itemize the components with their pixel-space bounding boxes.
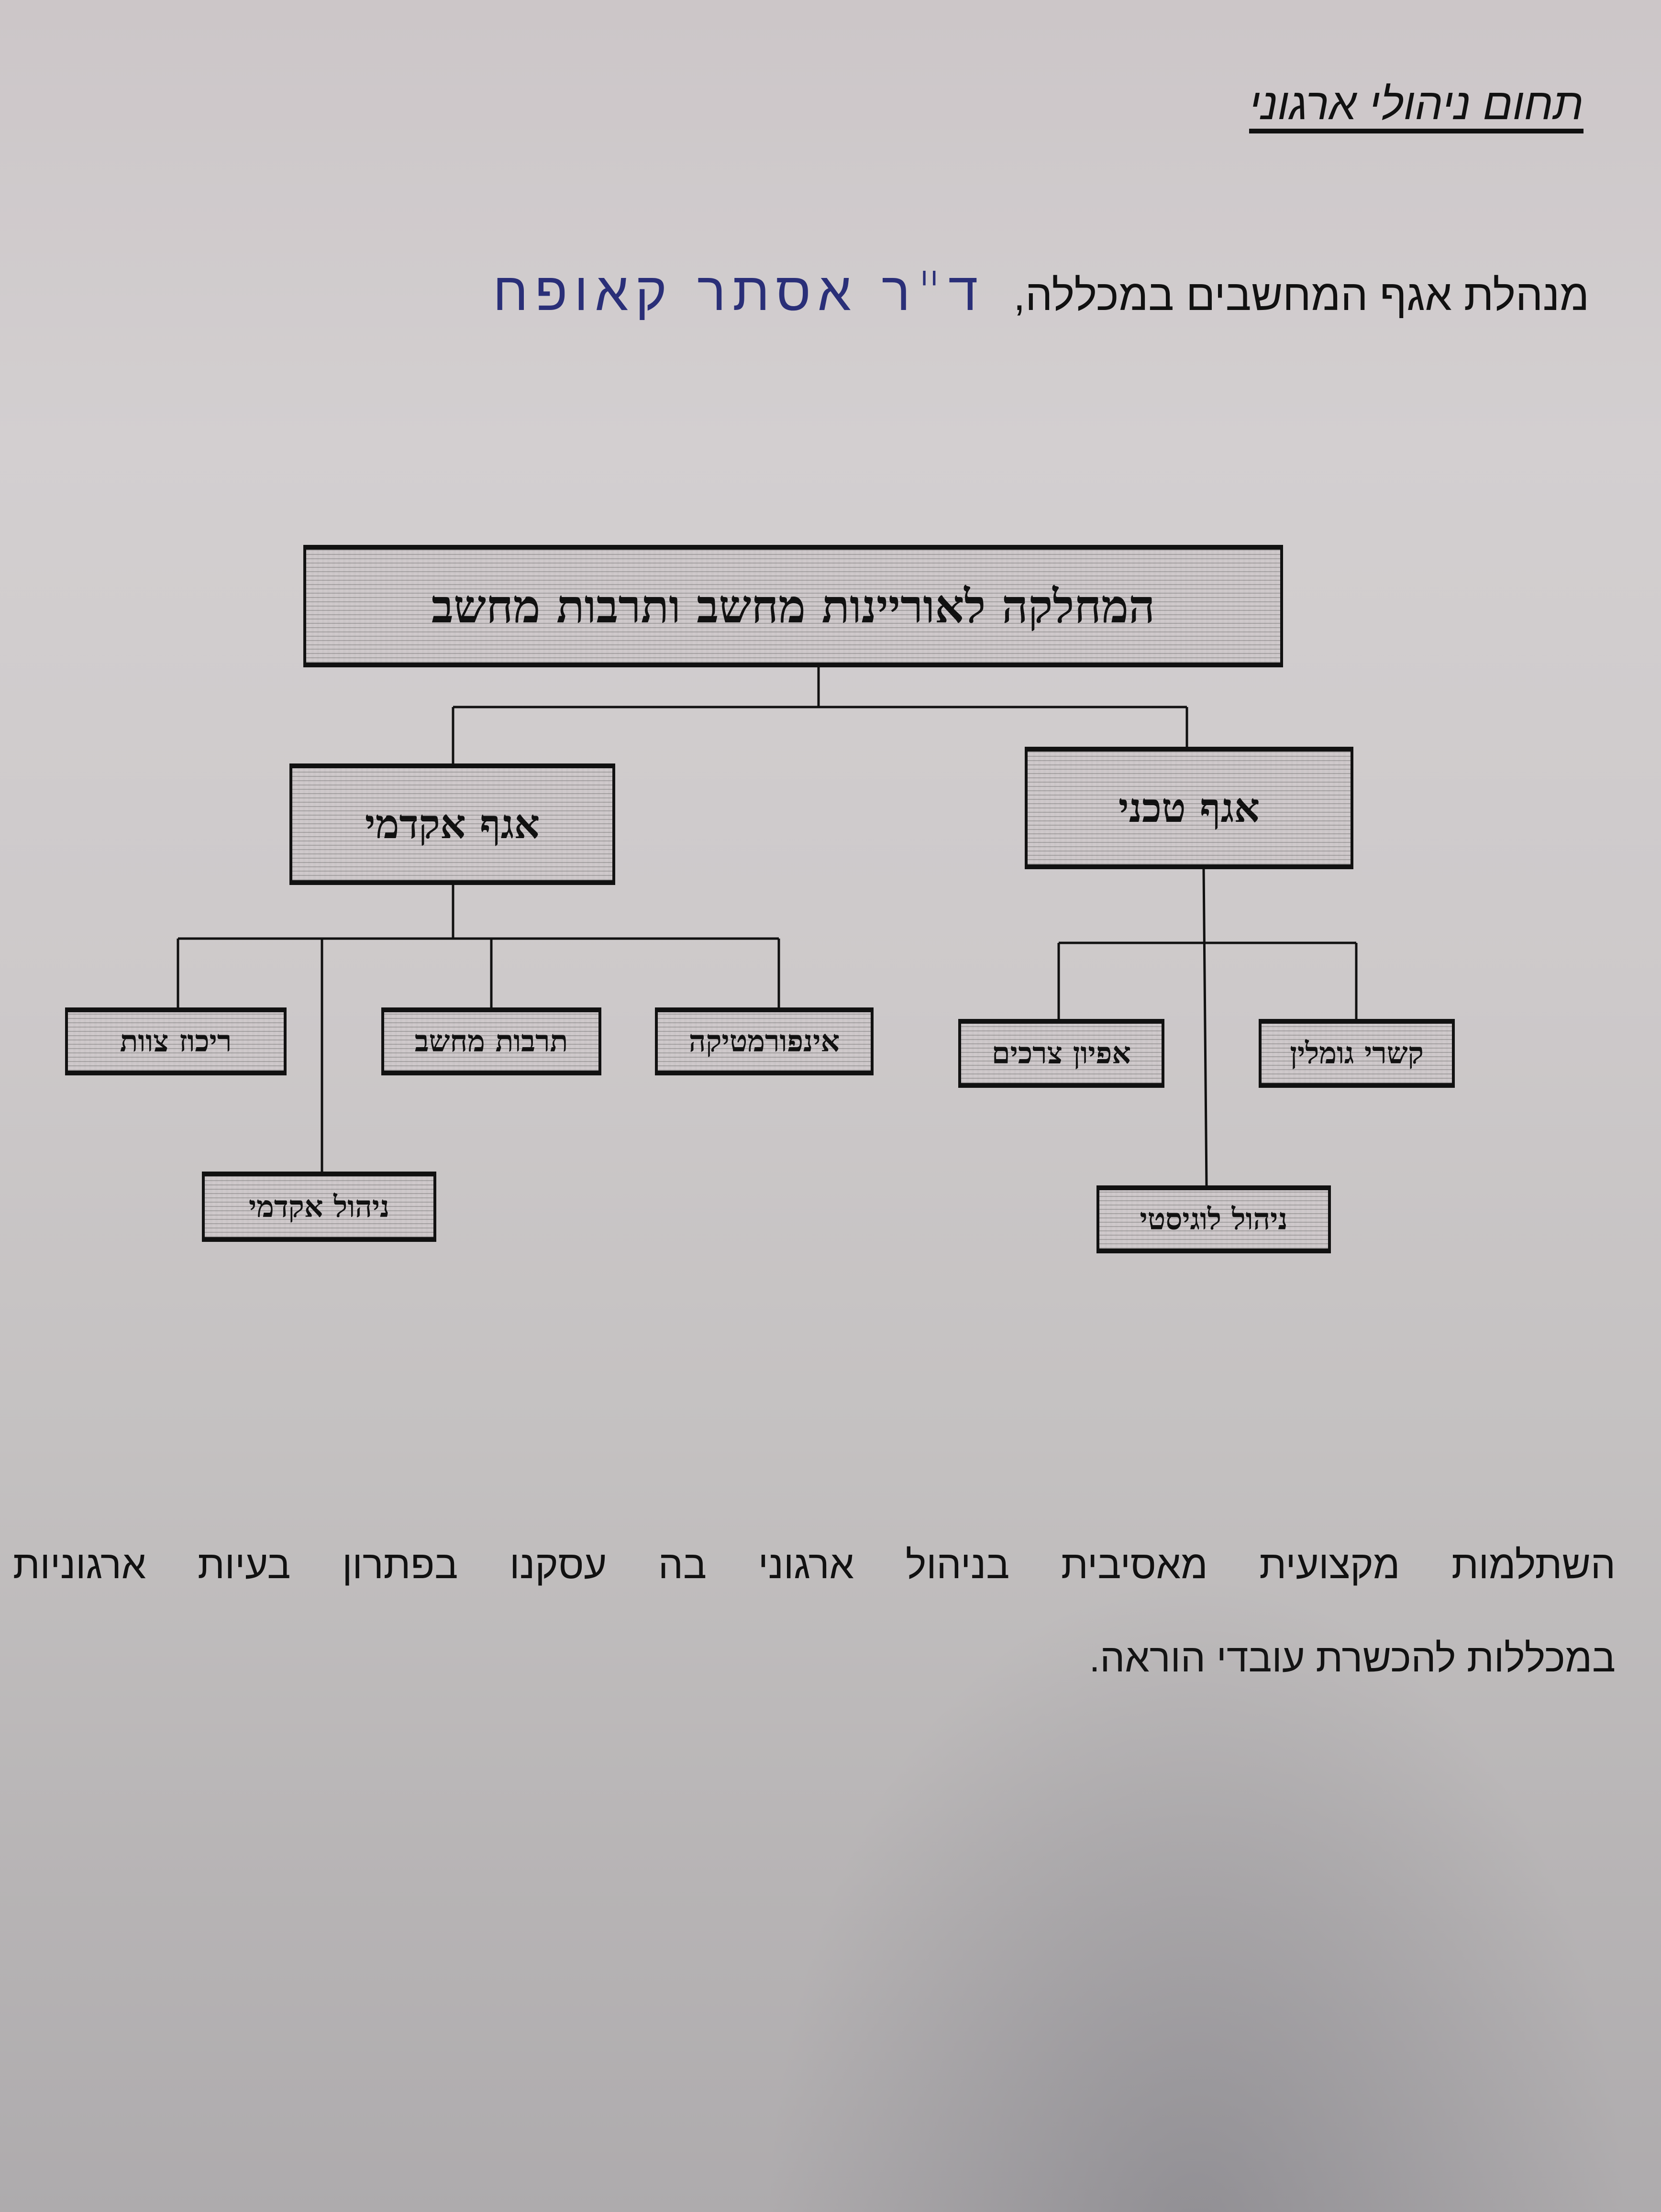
org-node-label: קשרי גומלין xyxy=(1290,1036,1424,1071)
paragraph-line-2: במכללות להכשרת עובדי הוראה. xyxy=(1089,1637,1616,1680)
manager-handwritten-name: ד"ר אסתר קאופח xyxy=(493,261,985,323)
org-node-team-coordination: ריכוז צוות xyxy=(65,1007,287,1075)
page-heading: תחום ניהולי ארגוני xyxy=(1249,81,1583,133)
manager-line: מנהלת אגף המחשבים במכללה, ד"ר אסתר קאופח xyxy=(493,261,1589,323)
org-node-technical-division: אגף טכני xyxy=(1025,747,1353,869)
org-node-relations: קשרי גומלין xyxy=(1259,1019,1455,1088)
org-node-informatics: אינפורמטיקה xyxy=(655,1007,874,1075)
org-node-label: אגף טכני xyxy=(1118,784,1260,831)
org-node-label: תרבות מחשב xyxy=(414,1024,568,1059)
org-node-label: אפיון צרכים xyxy=(991,1036,1131,1071)
org-node-label: אגף אקדמי xyxy=(365,800,540,848)
org-node-academic-division: אגף אקדמי xyxy=(289,763,615,885)
org-node-academic-management: ניהול אקדמי xyxy=(202,1172,436,1242)
org-node-needs-analysis: אפיון צרכים xyxy=(958,1019,1164,1088)
org-node-root: המחלקה לאוריינות מחשב ותרבות מחשב xyxy=(303,545,1283,667)
manager-label: מנהלת אגף המחשבים במכללה, xyxy=(1013,272,1589,320)
paragraph-line-1: השתלמות מקצועית מאסיבית בניהול ארגוני בה… xyxy=(13,1543,1616,1587)
org-node-label: ניהול לוגיסטי xyxy=(1140,1202,1288,1237)
org-node-label: ריכוז צוות xyxy=(120,1024,232,1059)
org-node-logistics: ניהול לוגיסטי xyxy=(1096,1185,1331,1253)
org-node-label: אינפורמטיקה xyxy=(688,1024,840,1059)
org-node-label: ניהול אקדמי xyxy=(248,1189,390,1224)
org-node-computer-culture: תרבות מחשב xyxy=(381,1007,601,1075)
connector-technical-down xyxy=(1202,869,1208,1186)
org-node-label: המחלקה לאוריינות מחשב ותרבות מחשב xyxy=(431,579,1155,633)
